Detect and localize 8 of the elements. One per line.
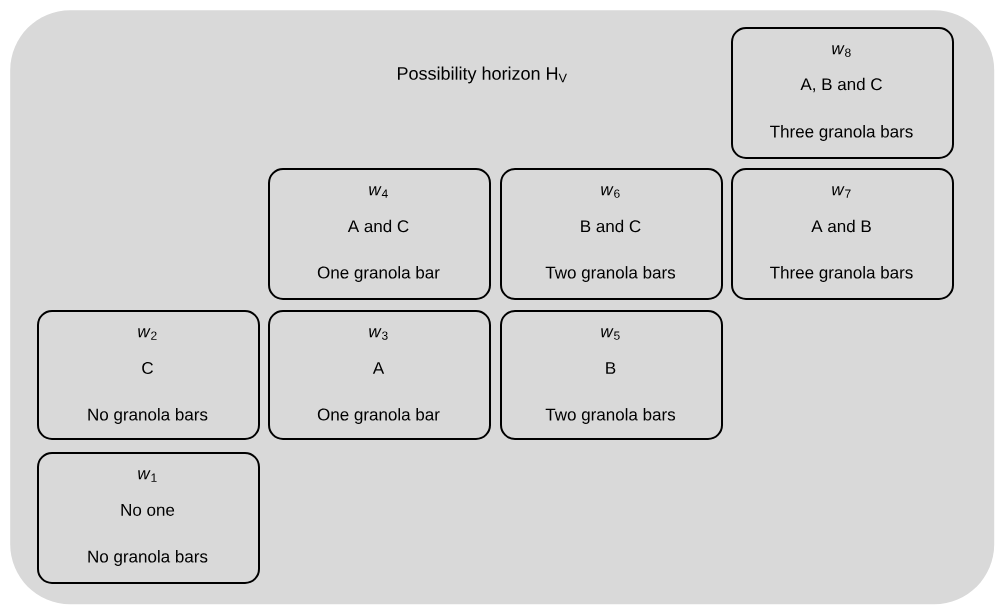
world-box: w$_{2}$ C No granola bars: [37, 310, 260, 440]
world-box: w$_{5}$ B Two granola bars: [500, 310, 723, 440]
world-box: w$_{8}$ A, B and C Three granola bars: [731, 27, 954, 159]
world-box: w$_{4}$ A and C One granola bar: [268, 168, 491, 300]
world-box: w$_{6}$ B and C Two granola bars: [500, 168, 723, 300]
world-box: w$_{7}$ A and B Three granola bars: [731, 168, 954, 300]
world-box: w$_{3}$ A One granola bar: [268, 310, 491, 440]
world-box: w$_{1}$ No one No granola bars: [37, 452, 260, 584]
